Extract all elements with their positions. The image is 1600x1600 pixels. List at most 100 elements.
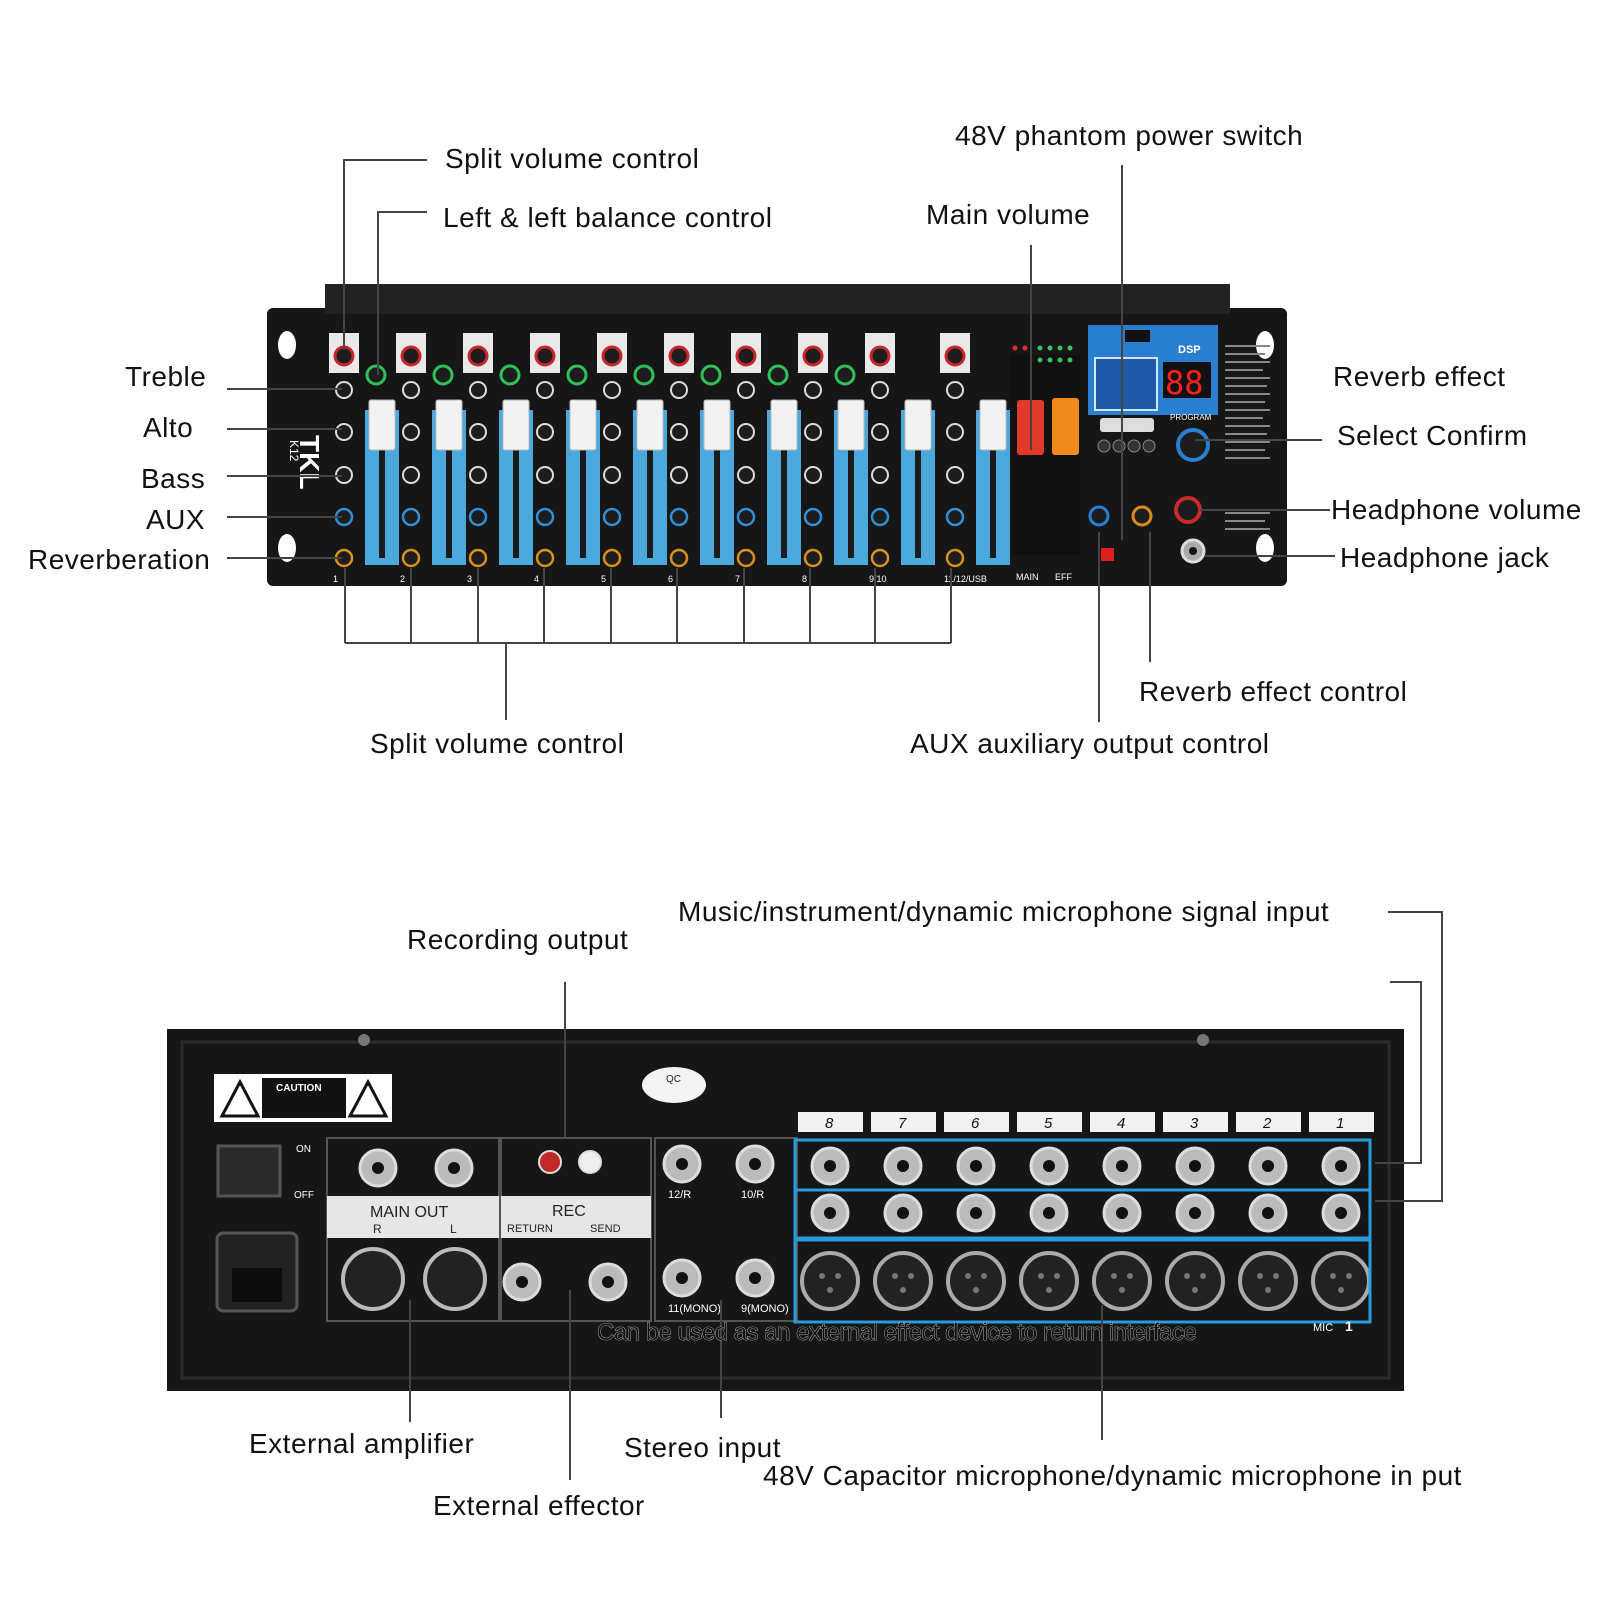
aux-knob[interactable] (669, 507, 689, 527)
pan-knob[interactable] (633, 364, 655, 386)
highlight-row-2 (793, 1188, 1372, 1240)
gain-knob[interactable] (668, 345, 690, 367)
phantom-power-switch[interactable] (1101, 548, 1114, 561)
eq-knob[interactable] (402, 466, 420, 484)
eq-knob[interactable] (603, 466, 621, 484)
channel-fader[interactable] (636, 399, 664, 451)
aux-knob[interactable] (870, 507, 890, 527)
xlr-input[interactable] (1092, 1251, 1152, 1311)
program-select-knob[interactable] (1176, 428, 1210, 462)
pan-knob[interactable] (767, 364, 789, 386)
eq-knob[interactable] (536, 381, 554, 399)
gain-knob[interactable] (467, 345, 489, 367)
pan-knob[interactable] (432, 364, 454, 386)
gain-knob[interactable] (601, 345, 623, 367)
eq-knob[interactable] (804, 381, 822, 399)
eq-knob[interactable] (737, 466, 755, 484)
reverb-knob[interactable] (468, 548, 488, 568)
gain-knob[interactable] (802, 345, 824, 367)
eq-knob[interactable] (402, 381, 420, 399)
eq-knob[interactable] (946, 423, 964, 441)
reverb-knob[interactable] (803, 548, 823, 568)
eq-knob[interactable] (871, 466, 889, 484)
gain-knob[interactable] (534, 345, 556, 367)
eq-knob[interactable] (804, 423, 822, 441)
power-switch[interactable] (216, 1144, 282, 1198)
xlr-input[interactable] (873, 1251, 933, 1311)
gain-knob[interactable] (735, 345, 757, 367)
eq-knob[interactable] (804, 466, 822, 484)
return-knob[interactable] (1131, 505, 1153, 527)
xlr-input[interactable] (1019, 1251, 1079, 1311)
usb-slot[interactable] (1125, 330, 1150, 342)
main-out-xlr-l[interactable] (423, 1247, 487, 1311)
channel-fader[interactable] (904, 399, 932, 451)
eq-knob[interactable] (402, 423, 420, 441)
eq-knob[interactable] (670, 381, 688, 399)
xlr-input[interactable] (1165, 1251, 1225, 1311)
rec-out-l[interactable] (578, 1150, 602, 1174)
eq-knob[interactable] (536, 423, 554, 441)
aux-knob[interactable] (803, 507, 823, 527)
channel-fader[interactable] (569, 399, 597, 451)
eq-knob[interactable] (469, 381, 487, 399)
channel-fader[interactable] (979, 399, 1007, 451)
fader-slot (915, 428, 921, 558)
headphone-volume-knob[interactable] (1174, 496, 1202, 524)
pan-knob[interactable] (700, 364, 722, 386)
eq-knob[interactable] (469, 466, 487, 484)
reverb-knob[interactable] (945, 548, 965, 568)
return-label: RETURN (507, 1223, 553, 1235)
xlr-input[interactable] (946, 1251, 1006, 1311)
aux-knob[interactable] (602, 507, 622, 527)
eq-knob[interactable] (737, 381, 755, 399)
aux-knob[interactable] (401, 507, 421, 527)
eq-knob[interactable] (536, 466, 554, 484)
rec-out-r[interactable] (538, 1150, 562, 1174)
channel-fader[interactable] (837, 399, 865, 451)
eq-knob[interactable] (603, 381, 621, 399)
gain-knob[interactable] (869, 345, 891, 367)
eff-volume-fader[interactable] (1052, 398, 1079, 455)
aux-knob[interactable] (736, 507, 756, 527)
pan-knob[interactable] (566, 364, 588, 386)
reverb-knob[interactable] (602, 548, 622, 568)
gain-knob[interactable] (944, 345, 966, 367)
jack-hole (897, 1160, 909, 1172)
channel-fader[interactable] (502, 399, 530, 451)
gain-knob[interactable] (400, 345, 422, 367)
eq-knob[interactable] (737, 423, 755, 441)
eq-knob[interactable] (946, 381, 964, 399)
channel-fader[interactable] (770, 399, 798, 451)
pan-knob[interactable] (365, 364, 387, 386)
xlr-input[interactable] (1238, 1251, 1298, 1311)
eq-knob[interactable] (670, 466, 688, 484)
main-out-xlr-r[interactable] (341, 1247, 405, 1311)
channel-fader[interactable] (435, 399, 463, 451)
xlr-input[interactable] (800, 1251, 860, 1311)
aux-master-knob[interactable] (1088, 505, 1110, 527)
eq-knob[interactable] (335, 423, 353, 441)
reverb-knob[interactable] (669, 548, 689, 568)
aux-knob[interactable] (535, 507, 555, 527)
channel-fader[interactable] (368, 399, 396, 451)
stereo-jack-hole (676, 1272, 688, 1284)
eq-knob[interactable] (670, 423, 688, 441)
eq-knob[interactable] (871, 423, 889, 441)
aux-knob[interactable] (468, 507, 488, 527)
jack-hole (970, 1207, 982, 1219)
xlr-pin (1257, 1273, 1263, 1279)
reverb-knob[interactable] (535, 548, 555, 568)
reverb-knob[interactable] (401, 548, 421, 568)
pan-knob[interactable] (499, 364, 521, 386)
xlr-input[interactable] (1311, 1251, 1371, 1311)
aux-knob[interactable] (945, 507, 965, 527)
eq-knob[interactable] (946, 466, 964, 484)
reverb-knob[interactable] (870, 548, 890, 568)
pan-knob[interactable] (834, 364, 856, 386)
eq-knob[interactable] (871, 381, 889, 399)
channel-fader[interactable] (703, 399, 731, 451)
eq-knob[interactable] (469, 423, 487, 441)
eq-knob[interactable] (603, 423, 621, 441)
reverb-knob[interactable] (736, 548, 756, 568)
